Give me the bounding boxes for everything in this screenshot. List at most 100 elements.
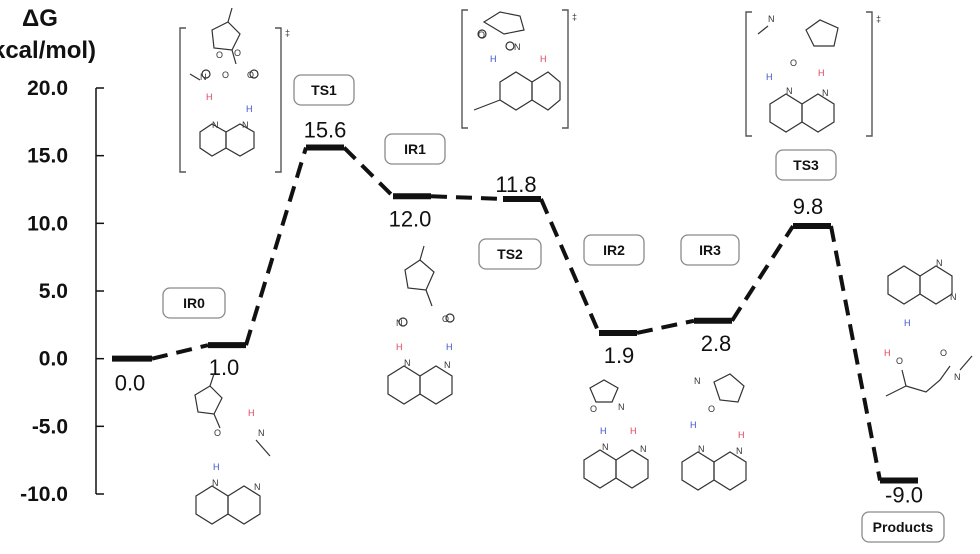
- connector-IR2-IR3: [636, 318, 695, 335]
- svg-text:N: N: [258, 428, 265, 438]
- svg-text:N: N: [950, 292, 957, 302]
- svg-text:N: N: [242, 120, 249, 130]
- svg-text:‡: ‡: [285, 28, 290, 38]
- y-tick-label: 5.0: [39, 280, 68, 303]
- svg-text:N: N: [694, 376, 701, 386]
- svg-text:O: O: [442, 314, 449, 324]
- state-box-TS3: [775, 149, 837, 181]
- state-box-label-IR1: IR1: [404, 141, 426, 157]
- svg-text:N: N: [254, 482, 261, 492]
- y-tick-label: 10.0: [27, 212, 68, 235]
- level-value-TS3: 9.8: [793, 194, 824, 219]
- svg-text:H: H: [396, 342, 403, 352]
- svg-text:N: N: [954, 372, 961, 382]
- state-box-label-TS3: TS3: [793, 157, 819, 173]
- svg-text:N: N: [936, 258, 943, 268]
- svg-text:H: H: [248, 408, 255, 418]
- y-axis: 20.0 15.0 10.0 5.0 0.0 -5.0 -10.0: [20, 77, 104, 506]
- svg-text:O: O: [790, 58, 797, 68]
- ts1-structure: ‡ O O O O N H H N N: [179, 7, 290, 173]
- connector-TS3-products: [829, 225, 882, 481]
- y-axis-title-line2: (kcal/mol): [0, 37, 96, 64]
- y-tick-label: 0.0: [39, 348, 68, 371]
- state-box-TS2: [478, 238, 542, 270]
- svg-text:O: O: [896, 356, 903, 366]
- svg-text:N: N: [602, 442, 609, 452]
- ir1-structure: O N H H N N: [387, 245, 455, 405]
- svg-text:N: N: [618, 402, 625, 412]
- level-value-IR3: 2.8: [701, 331, 732, 356]
- svg-text:H: H: [904, 318, 911, 328]
- connector-TS1-IR1: [342, 146, 395, 198]
- y-axis-title-line1: ΔG: [22, 5, 58, 32]
- y-tick-label: -10.0: [20, 483, 68, 506]
- svg-text:‡: ‡: [876, 14, 881, 24]
- svg-text:H: H: [600, 426, 607, 436]
- energy-level-bars: [112, 144, 918, 484]
- y-tick-label: -5.0: [32, 415, 68, 438]
- svg-text:H: H: [818, 68, 825, 78]
- state-box-IR3: [680, 234, 740, 266]
- level-value-TS2: 11.8: [495, 172, 536, 197]
- svg-text:N: N: [404, 358, 411, 368]
- svg-text:H: H: [690, 420, 697, 430]
- connector-IR0-TS1: [244, 146, 308, 346]
- svg-text:O: O: [708, 404, 715, 414]
- svg-text:H: H: [738, 430, 745, 440]
- svg-text:N: N: [212, 478, 219, 488]
- svg-text:O: O: [590, 404, 597, 414]
- connector-TS2-IR2: [539, 198, 601, 334]
- svg-text:N: N: [444, 360, 451, 370]
- ir0-structure: O H N H N N: [194, 373, 271, 525]
- svg-text:H: H: [206, 92, 213, 102]
- ir3-structure: N O H H N N: [681, 373, 747, 491]
- level-value-IR2: 1.9: [604, 343, 635, 368]
- level-value-products: -9.0: [885, 482, 923, 507]
- state-box-label-TS1: TS1: [311, 82, 337, 98]
- level-value-IR1: 12.0: [389, 206, 432, 231]
- svg-text:N: N: [736, 446, 743, 456]
- svg-text:N: N: [698, 444, 705, 454]
- state-box-TS1: [293, 74, 355, 106]
- svg-text:N: N: [514, 42, 521, 52]
- level-value-TS1: 15.6: [304, 118, 347, 143]
- svg-text:H: H: [630, 426, 637, 436]
- products-structure: N N H H O O N: [884, 258, 973, 397]
- state-box-IR1: [384, 133, 446, 165]
- state-box-products: [861, 511, 945, 543]
- svg-text:H: H: [213, 462, 220, 472]
- svg-text:N: N: [768, 14, 775, 24]
- svg-text:H: H: [446, 342, 453, 352]
- state-box-IR2: [583, 234, 645, 266]
- svg-text:N: N: [212, 120, 219, 130]
- state-box-label-IR3: IR3: [699, 242, 721, 258]
- svg-text:H: H: [540, 54, 547, 64]
- ts3-structure: ‡ N O H H N N: [745, 11, 881, 137]
- y-tick-label: 20.0: [27, 77, 68, 100]
- svg-text:O: O: [234, 48, 241, 58]
- connector-IR3-TS3: [730, 224, 795, 322]
- state-box-label-products: Products: [873, 519, 934, 535]
- y-tick-label: 15.0: [27, 145, 68, 168]
- svg-text:O: O: [478, 30, 485, 40]
- ir2-structure: O N H H N N: [583, 379, 649, 489]
- state-box-IR0: [162, 287, 226, 319]
- connector-lines: [151, 146, 882, 481]
- svg-text:H: H: [490, 54, 497, 64]
- level-value-reactants: 0.0: [115, 371, 146, 396]
- svg-text:O: O: [940, 348, 947, 358]
- svg-text:N: N: [640, 444, 647, 454]
- svg-text:N: N: [822, 88, 829, 98]
- svg-text:O: O: [214, 428, 221, 438]
- svg-text:H: H: [766, 72, 773, 82]
- svg-text:H: H: [884, 348, 891, 358]
- svg-text:N: N: [786, 86, 793, 96]
- ts2-structure: ‡ O N H H: [461, 9, 577, 129]
- connector-reactants-IR0: [151, 343, 209, 361]
- svg-text:N: N: [200, 72, 207, 82]
- svg-text:O: O: [216, 50, 223, 60]
- state-box-label-IR2: IR2: [603, 242, 625, 258]
